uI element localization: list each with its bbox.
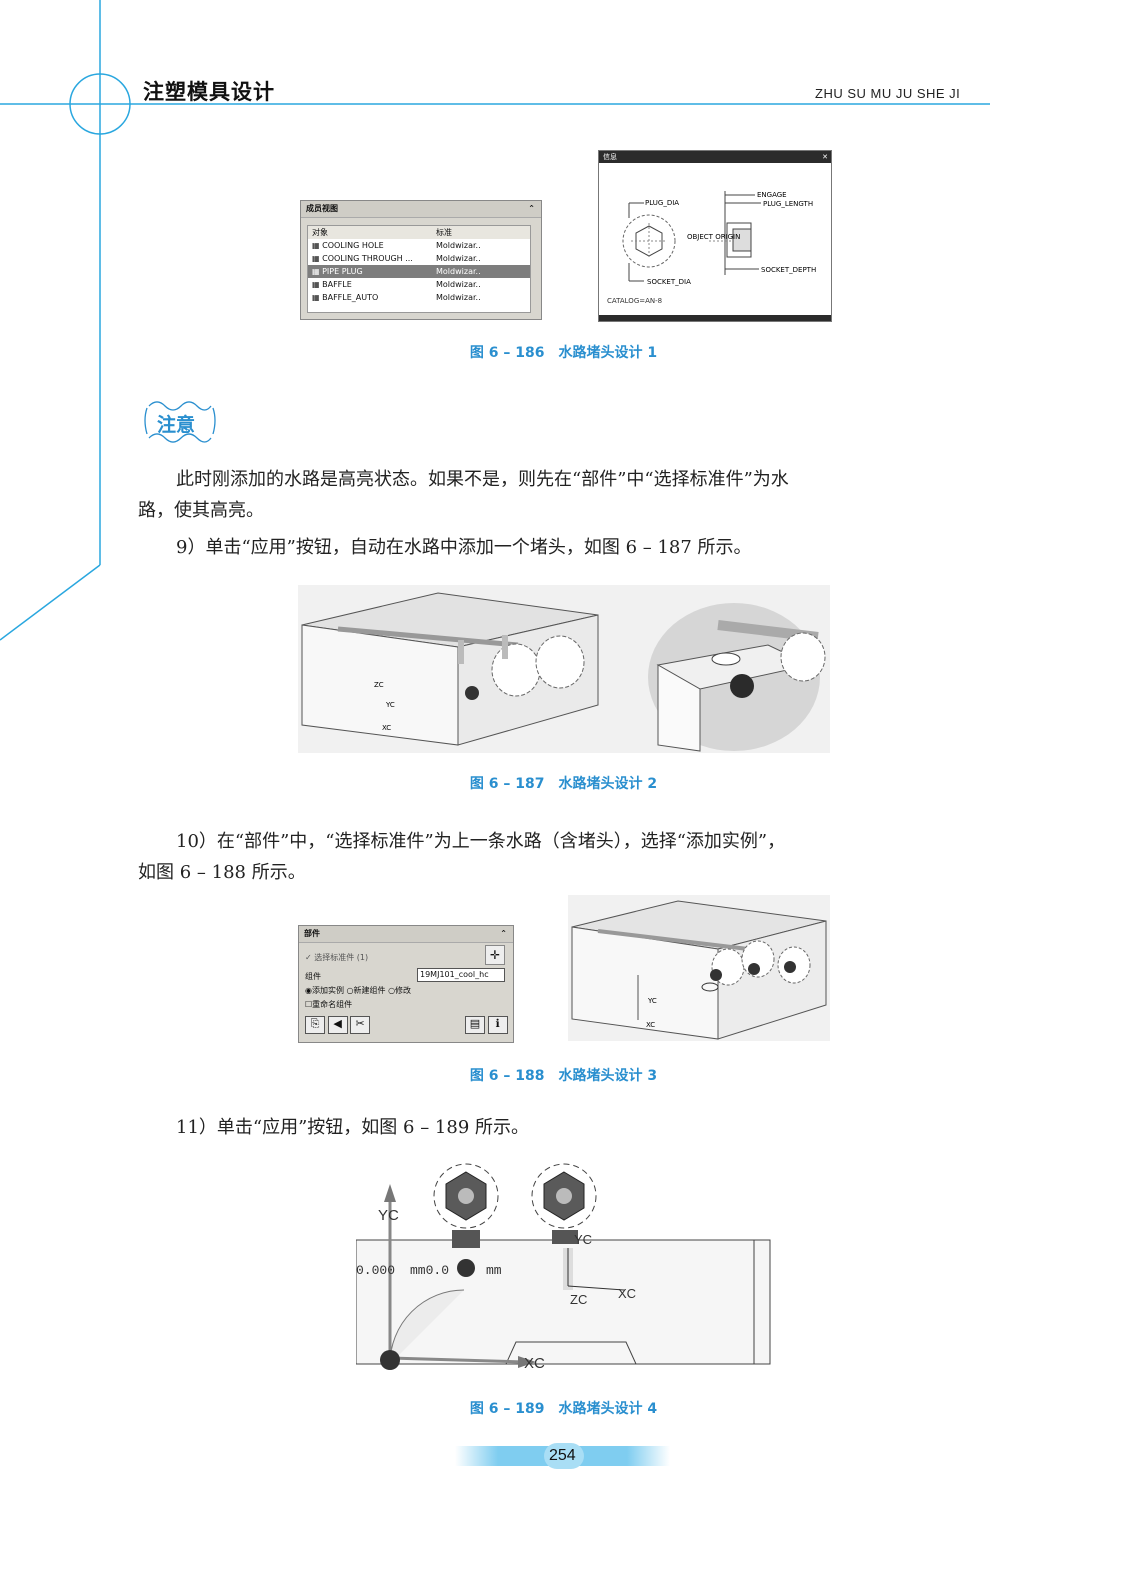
paragraph-1-line2: 路，使其高亮。 <box>138 500 264 521</box>
view-icon[interactable]: ▤ <box>465 1016 485 1034</box>
figure-caption-186: 图 6 – 186 水路堵头设计 1 <box>469 345 658 361</box>
radio-edit[interactable]: ○修改 <box>388 986 412 995</box>
label-plug-length: PLUG_LENGTH <box>763 200 813 208</box>
info-dialog: 信息 ✕ PLUG_DIA ENGAGE PLUG_LENGTH OBJECT … <box>598 150 832 322</box>
plug-top-view-image: YC XC YC XC ZC 0.000 mm0.0 mm <box>355 1163 771 1372</box>
figure-187-image: ZC YC XC <box>298 585 830 753</box>
collapse-icon[interactable]: ⌃ <box>528 204 535 213</box>
paragraph-3-line1: 10）在“部件”中，“选择标准件”为上一条水路（含堵头），选择“添加实例”， <box>176 831 786 852</box>
label-object-origin: OBJECT ORIGIN <box>687 233 740 241</box>
move-icon[interactable]: ⎘ <box>305 1016 325 1034</box>
toolbar-row: ⎘ ◀ ✂ <box>305 1016 371 1034</box>
axis-zc-label: ZC <box>570 1292 587 1307</box>
figure-188-image: YC XC <box>568 895 830 1041</box>
note-label: 注意 <box>157 414 196 436</box>
axis-yc-label: YC <box>385 701 395 709</box>
mold-with-plug-image: ZC YC XC <box>301 592 826 752</box>
reposition-icon[interactable]: ◀ <box>327 1016 348 1034</box>
axis-yc-label: YC <box>647 997 657 1005</box>
collapse-icon[interactable]: ⌃ <box>500 929 507 938</box>
label-plug-dia: PLUG_DIA <box>645 199 679 207</box>
close-icon[interactable]: ✕ <box>822 153 828 161</box>
info-title: 信息 <box>603 153 617 161</box>
dimension-value-2: mm0.0 <box>410 1263 449 1278</box>
axis-yc-label-2: YC <box>574 1232 592 1247</box>
figure-caption-189: 图 6 – 189 水路堵头设计 4 <box>469 1401 658 1417</box>
radio-add-instance[interactable]: ◉添加实例 <box>305 986 344 995</box>
axis-yc-label: YC <box>378 1207 399 1224</box>
paragraph-4: 11）单击“应用”按钮，如图 6 – 189 所示。 <box>176 1117 530 1138</box>
select-standard-part[interactable]: ✓ 选择标准件 (1) <box>305 953 369 962</box>
page-number: 254 <box>549 1447 576 1464</box>
axis-xc-label: XC <box>524 1355 545 1370</box>
header-decoration <box>0 0 990 641</box>
page-number-pill <box>544 1443 584 1469</box>
col-object-header[interactable]: 对象 <box>312 228 328 237</box>
paragraph-2: 9）单击“应用”按钮，自动在水路中添加一个堵头，如图 6 – 187 所示。 <box>176 537 752 558</box>
paragraph-1-line1: 此时刚添加的水路是高亮状态。如果不是，则先在“部件”中“选择标准件”为水 <box>176 469 789 490</box>
axis-xc-label-2: XC <box>618 1286 636 1301</box>
rename-checkbox[interactable]: ☐重命名组件 <box>305 1000 353 1009</box>
label-socket-depth: SOCKET_DEPTH <box>761 266 816 274</box>
note-badge: 注意 <box>143 398 217 444</box>
member-view-title: 成员视图 <box>306 204 338 213</box>
col-standard-header[interactable]: 标准 <box>436 228 452 237</box>
crosshair-icon[interactable]: ✛ <box>485 945 505 965</box>
table-row[interactable]: ▦ COOLING THROUGH ...Moldwizar.. <box>312 254 481 263</box>
dimension-value-3: mm <box>486 1263 502 1278</box>
component-label: 组件 <box>305 972 321 981</box>
label-socket-dia: SOCKET_DIA <box>647 278 691 286</box>
label-engage: ENGAGE <box>757 191 787 199</box>
mold-add-instance-image: YC XC <box>571 900 827 1040</box>
component-panel: 部件 ⌃ ✓ 选择标准件 (1) ✛ 组件 19MJ101_cool_hc ◉添… <box>298 925 514 1043</box>
header-title: 注塑模具设计 <box>143 80 275 104</box>
component-select[interactable]: 19MJ101_cool_hc <box>417 968 505 982</box>
radio-new-component[interactable]: ○新建组件 <box>346 986 386 995</box>
catalog-label: CATALOG=AN-8 <box>607 297 663 305</box>
delete-icon[interactable]: ✂ <box>350 1016 371 1034</box>
dimension-value-1: 0.000 <box>356 1263 395 1278</box>
paragraph-3-line2: 如图 6 – 188 所示。 <box>138 862 306 883</box>
figure-caption-187: 图 6 – 187 水路堵头设计 2 <box>469 776 658 792</box>
axis-xc-label: XC <box>646 1021 655 1029</box>
header-pinyin: ZHU SU MU JU SHE JI <box>815 86 961 101</box>
note-ornament-icon <box>144 401 216 443</box>
axis-zc-label: ZC <box>374 681 384 689</box>
plug-diagram: PLUG_DIA ENGAGE PLUG_LENGTH OBJECT ORIGI… <box>622 191 816 286</box>
figure-caption-188: 图 6 – 188 水路堵头设计 3 <box>469 1068 658 1084</box>
toolbar-row-right: ▤ ℹ <box>465 1016 508 1034</box>
info-icon[interactable]: ℹ <box>487 1016 508 1034</box>
radio-group: ◉添加实例 ○新建组件 ○修改 <box>305 985 411 996</box>
axis-xc-label: XC <box>382 724 391 732</box>
component-panel-title: 部件 <box>304 929 320 938</box>
figure-189-image: YC XC YC XC ZC 0.000 mm0.0 mm <box>355 1158 772 1372</box>
